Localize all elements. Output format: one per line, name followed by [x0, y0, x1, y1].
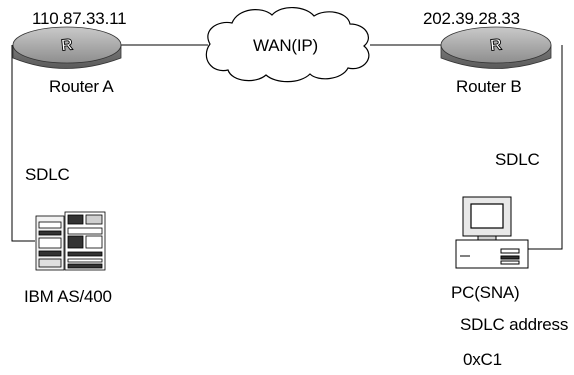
pc-icon — [455, 196, 529, 269]
sdlc-address-value: 0xC1 — [463, 350, 502, 369]
router-a-ip-label: 110.87.33.11 — [32, 9, 127, 28]
pc-name-label: PC(SNA) — [451, 283, 520, 302]
router-a-badge: R — [60, 36, 74, 54]
ibm-as400-label: IBM AS/400 — [24, 287, 112, 306]
router-b-to-pc-sdlc-link — [527, 45, 563, 250]
router-a-icon: R — [12, 26, 122, 69]
wan-cloud — [205, 7, 370, 83]
router-a-sdlc-link-label: SDLC — [25, 165, 70, 184]
router-b-icon: R — [440, 26, 552, 69]
router-a-name-label: Router A — [49, 77, 114, 96]
router-b-badge: R — [489, 36, 503, 54]
router-b-ip-label: 202.39.28.33 — [423, 9, 520, 28]
router-b-sdlc-link-label: SDLC — [495, 150, 540, 169]
router-b-name-label: Router B — [456, 77, 522, 96]
sdlc-address-label: SDLC address — [460, 315, 569, 334]
ibm-as400-server-icon — [35, 211, 106, 271]
connections — [11, 44, 563, 250]
router-a-to-host-sdlc-link — [11, 45, 35, 242]
wan-label: WAN(IP) — [253, 36, 319, 55]
